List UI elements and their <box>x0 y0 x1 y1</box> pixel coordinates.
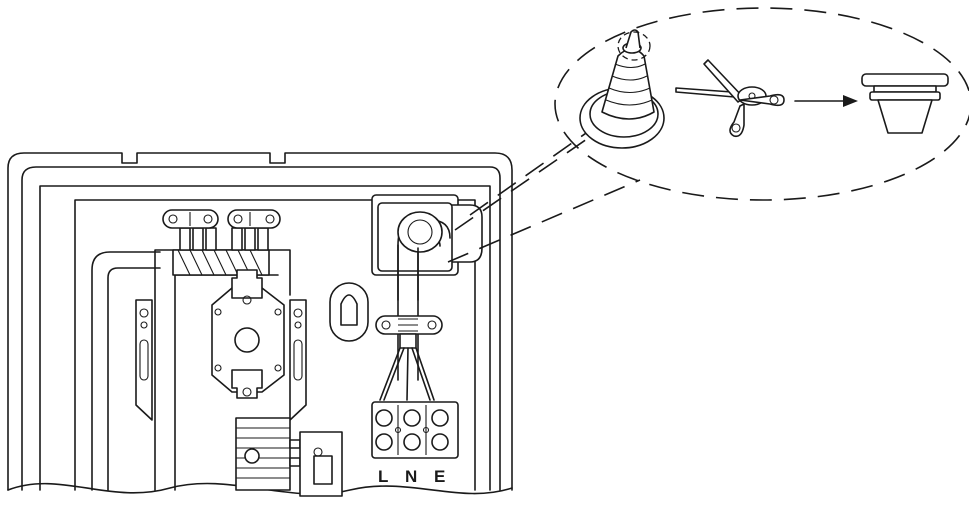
terminal-links <box>162 209 281 229</box>
terminal-labels: L N E <box>378 467 445 486</box>
terminal-label-live: L <box>378 467 388 486</box>
grommet-cone-icon <box>579 29 665 149</box>
side-pipe <box>91 251 161 491</box>
detail-callout <box>447 7 969 263</box>
terminal-label-neutral: N <box>405 467 417 486</box>
arrow-icon <box>794 95 858 107</box>
cut-grommet-icon <box>861 73 949 134</box>
cable-entry-housing <box>371 194 483 381</box>
terminal-block <box>371 401 459 459</box>
keyhole-mount <box>329 282 369 342</box>
heater-plate <box>154 227 291 491</box>
thermostat-body <box>211 269 285 399</box>
unit-housing <box>7 152 513 495</box>
relay-box <box>299 431 343 497</box>
mounting-brackets <box>135 299 307 421</box>
heat-sink <box>235 417 301 491</box>
scissors-icon <box>675 59 785 138</box>
cable-clamp <box>375 315 443 349</box>
supply-wires <box>379 347 435 401</box>
terminal-label-earth: E <box>434 467 445 486</box>
